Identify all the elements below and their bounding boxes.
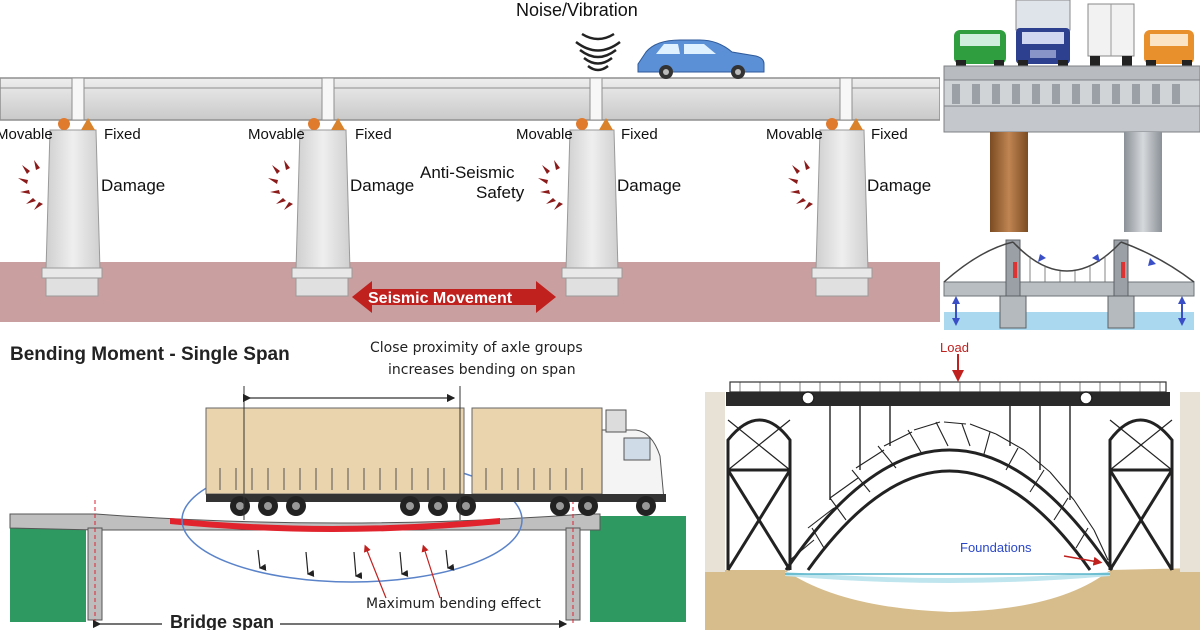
arch-side-tower-right bbox=[1108, 418, 1174, 571]
blue-truck-icon bbox=[1015, 0, 1071, 68]
bending-moment-panel: Bending Moment - Single Span Close proxi… bbox=[0, 330, 700, 630]
seismic-panel: Noise/Vibration Movable Fixed Damage Mov… bbox=[0, 0, 941, 325]
fixed-bearing-icon bbox=[331, 118, 345, 130]
pier-3-movable-label: Movable bbox=[516, 126, 573, 143]
pier-4-damage-label: Damage bbox=[867, 176, 931, 195]
arch-side-tower-left bbox=[726, 418, 792, 571]
bending-title: Bending Moment - Single Span bbox=[10, 344, 290, 365]
bridge-deck bbox=[0, 77, 941, 121]
orange-car-icon bbox=[1144, 30, 1194, 68]
noise-wave-icon bbox=[575, 32, 621, 72]
pier-4-fixed-label: Fixed bbox=[871, 126, 908, 143]
max-bending-stress bbox=[170, 518, 500, 532]
load-arrows bbox=[257, 549, 455, 580]
shake-wave-icon bbox=[268, 160, 293, 210]
car-icon bbox=[637, 39, 765, 79]
pier-1-movable-label: Movable bbox=[0, 126, 53, 143]
foundations-label: Foundations bbox=[960, 540, 1032, 555]
arch-bridge-deck bbox=[729, 381, 1167, 393]
arch-bridge-panel: Load Foundations bbox=[705, 335, 1200, 630]
safety-label: Safety bbox=[476, 183, 525, 202]
foundations-arrow bbox=[1063, 555, 1103, 566]
pier-1-damage-label: Damage bbox=[101, 176, 165, 195]
green-car-icon bbox=[954, 30, 1006, 68]
white-truck-icon bbox=[1087, 3, 1135, 66]
movable-bearing-icon bbox=[576, 118, 588, 130]
movable-bearing-icon bbox=[58, 118, 70, 130]
traffic-bridge-panel bbox=[940, 0, 1200, 232]
fixed-bearing-icon bbox=[599, 118, 613, 130]
movable-bearing-icon bbox=[826, 118, 838, 130]
pier-2-movable-label: Movable bbox=[248, 126, 305, 143]
seismic-movement-arrow bbox=[352, 281, 556, 313]
pier-2 bbox=[291, 77, 353, 297]
semi-truck-icon bbox=[205, 407, 666, 516]
pier-3-fixed-label: Fixed bbox=[621, 126, 658, 143]
suspension-bridge-panel bbox=[940, 232, 1200, 332]
force-arrow-icon bbox=[952, 254, 1186, 326]
max-bending-label: Maximum bending effect bbox=[366, 596, 541, 612]
anti-seismic-label: Anti-Seismic bbox=[420, 163, 515, 182]
pier-4 bbox=[811, 77, 873, 297]
pier-2-damage-label: Damage bbox=[350, 176, 414, 195]
shake-wave-icon bbox=[788, 160, 813, 210]
brown-pillar bbox=[990, 132, 1028, 232]
pier-3 bbox=[561, 77, 623, 297]
axle-note-line1: Close proximity of axle groups bbox=[370, 340, 583, 356]
pier-1 bbox=[41, 77, 103, 297]
right-embankment bbox=[590, 516, 686, 622]
fixed-bearing-icon bbox=[849, 118, 863, 130]
shake-wave-icon bbox=[538, 160, 563, 210]
seismic-movement-label: Seismic Movement bbox=[368, 290, 513, 307]
noise-vibration-label: Noise/Vibration bbox=[516, 0, 638, 20]
pier-3-damage-label: Damage bbox=[617, 176, 681, 195]
fixed-bearing-icon bbox=[81, 118, 95, 130]
axle-note-line2: increases bending on span bbox=[388, 362, 576, 378]
truss-arch bbox=[784, 406, 1114, 571]
pier-2-fixed-label: Fixed bbox=[355, 126, 392, 143]
gray-pillar bbox=[1124, 132, 1162, 232]
bridge-span-label: Bridge span bbox=[170, 612, 274, 630]
load-label: Load bbox=[940, 340, 969, 355]
pier-1-fixed-label: Fixed bbox=[104, 126, 141, 143]
movable-bearing-icon bbox=[308, 118, 320, 130]
pier-4-movable-label: Movable bbox=[766, 126, 823, 143]
shake-wave-icon bbox=[18, 160, 43, 210]
